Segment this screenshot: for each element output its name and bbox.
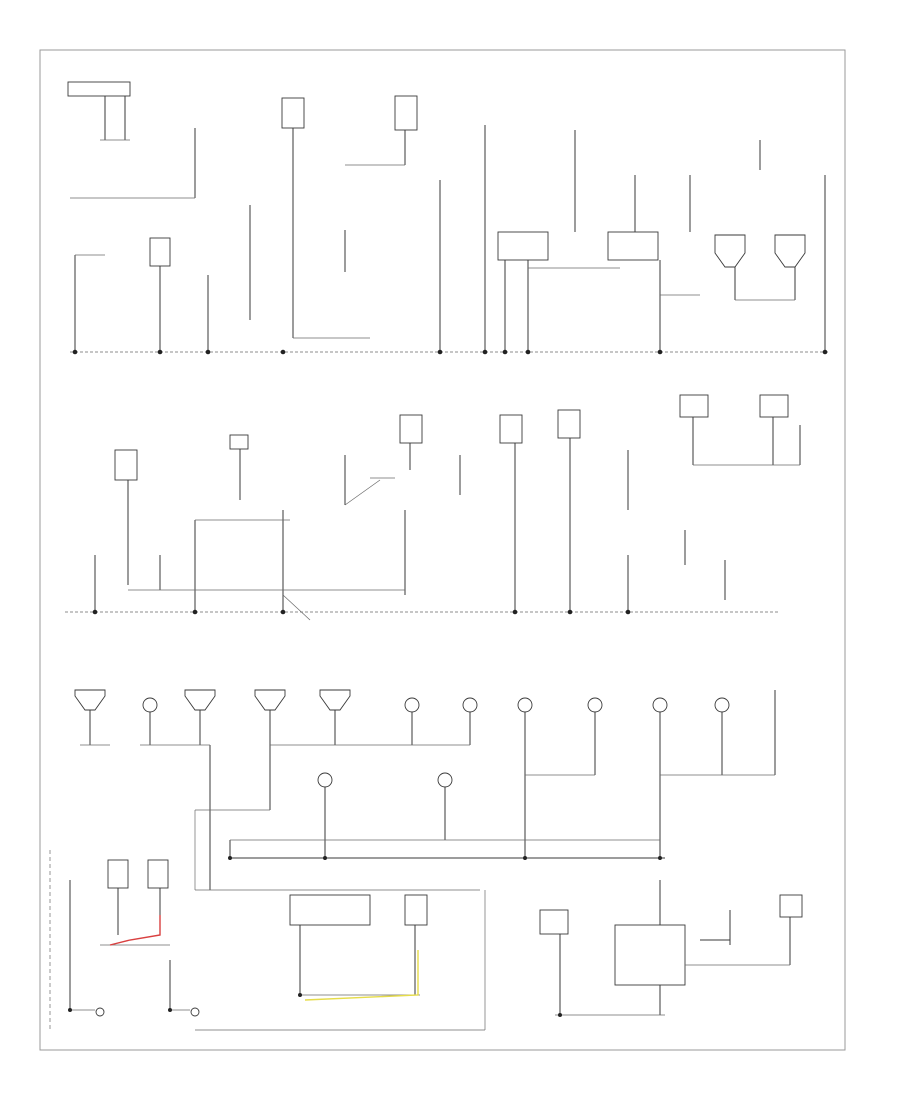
highlight-yellow-wire (304, 950, 419, 1001)
diagram-frame (39, 49, 846, 1051)
section-bottom (49, 850, 803, 1031)
section-lamps (74, 689, 776, 891)
section-middle (65, 394, 801, 621)
section-top (67, 81, 830, 355)
highlight-red-wire (109, 915, 161, 946)
